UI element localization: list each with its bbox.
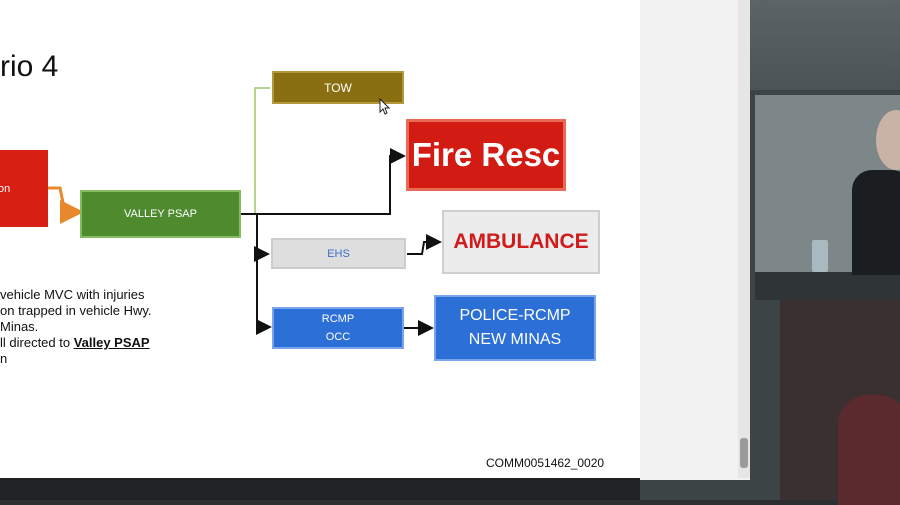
water-glass [812,240,828,272]
origin-to-valley-arrow [48,186,84,224]
slide-title: rio 4 [0,50,59,83]
description-line: on trapped in vehicle Hwy. [0,303,152,318]
slide-scrollbar[interactable] [738,0,750,478]
slide-margin [640,0,750,480]
rcmp-label: RCMP [321,313,355,325]
ehs-label: EHS [327,247,350,260]
slide-canvas: rio 4 on VALLEY PSAP TOW Fire Resc EHS A… [0,0,640,478]
bottom-strip [0,478,640,500]
police-rcmp-box: POLICE-RCMP NEW MINAS [434,295,596,361]
fire-rescue-label: Fire Resc [411,136,561,173]
ambulance-box: AMBULANCE [442,210,600,274]
valley-psap-emphasis: Valley PSAP [73,335,150,350]
description-line: ll directed to Valley PSAP [0,335,152,351]
valley-psap-label: VALLEY PSAP [124,208,197,220]
description-line: vehicle MVC with injuries [0,287,145,302]
ehs-box: EHS [271,238,406,269]
police-rcmp-label: POLICE-RCMP [459,307,571,324]
origin-box-label: on [0,182,11,195]
presenter-body [852,170,900,275]
tow-box: TOW [272,71,404,104]
video-feed [640,0,900,505]
description-line: n [0,351,8,366]
description-line: Minas. [0,319,39,334]
new-minas-label: NEW MINAS [468,331,562,348]
video-desk [755,272,900,300]
ambulance-label: AMBULANCE [453,230,589,253]
scenario-description: vehicle MVC with injuries on trapped in … [0,287,152,367]
origin-box: on [0,150,48,227]
second-person [838,395,900,505]
valley-dispatch-trunk [256,214,272,335]
mouse-cursor-icon [379,98,391,115]
flow-connectors [48,87,442,336]
fire-rescue-box: Fire Resc [406,119,566,191]
valley-to-tow-connector [254,87,270,214]
description-prefix: ll directed to [0,335,74,350]
valley-psap-box: VALLEY PSAP [80,190,241,238]
scrollbar-thumb[interactable] [740,438,748,468]
occ-label: OCC [325,331,351,343]
valley-to-fire-arrow [241,148,406,215]
document-id: COMM0051462_0020 [486,456,605,470]
ehs-to-ambulance-arrow [407,234,442,255]
rcmp-occ-box: RCMP OCC [272,307,404,349]
tow-label: TOW [324,80,352,95]
